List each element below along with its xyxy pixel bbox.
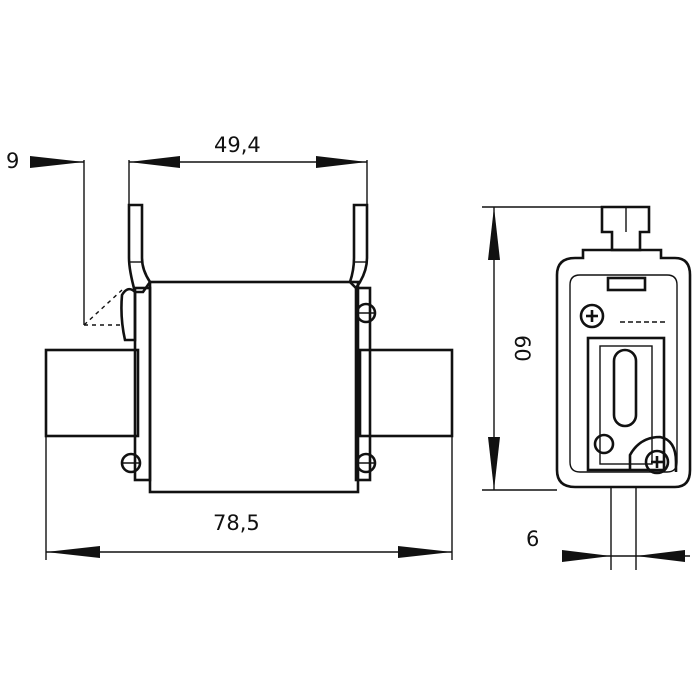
end-plate-right: [354, 286, 372, 482]
fuse-body: [148, 280, 360, 494]
arrow-60-bottom: [488, 437, 500, 490]
blade-left: [44, 348, 140, 438]
side-view: 60 6: [482, 205, 692, 570]
screw-top-left-icon: [579, 303, 605, 329]
arrow-9-left: [30, 156, 84, 168]
indicator-tab-left: [127, 203, 152, 294]
indicator-capsule: [612, 348, 638, 428]
blade-right: [358, 348, 454, 438]
arrow-785-left: [46, 546, 100, 558]
arrow-494-left: [129, 156, 180, 168]
dim-contact-spacing: 49,4: [214, 133, 261, 157]
front-view: 9 49,4 78,5: [6, 133, 454, 560]
arrow-6-left: [562, 550, 611, 562]
side-housing-inner: [569, 274, 678, 473]
end-plate-left: [133, 286, 152, 482]
small-hole: [593, 433, 615, 455]
dim-offset-left: 9: [6, 149, 19, 173]
dim-height: 60: [510, 335, 534, 362]
dim-overall-length: 78,5: [213, 511, 260, 535]
indicator-slot: [606, 276, 647, 292]
indicator-tab-right: [348, 203, 369, 291]
dim-tag-offset: 6: [526, 527, 539, 551]
side-housing-outer: [555, 248, 692, 489]
window-frame: [586, 336, 666, 472]
arrow-785-right: [398, 546, 452, 558]
top-tag: [600, 205, 651, 252]
arrow-60-top: [488, 207, 500, 260]
arrow-6-right: [636, 550, 685, 562]
screw-bottom-right-icon: [644, 449, 670, 475]
window-inner: [599, 345, 653, 465]
arrow-494-right: [316, 156, 367, 168]
